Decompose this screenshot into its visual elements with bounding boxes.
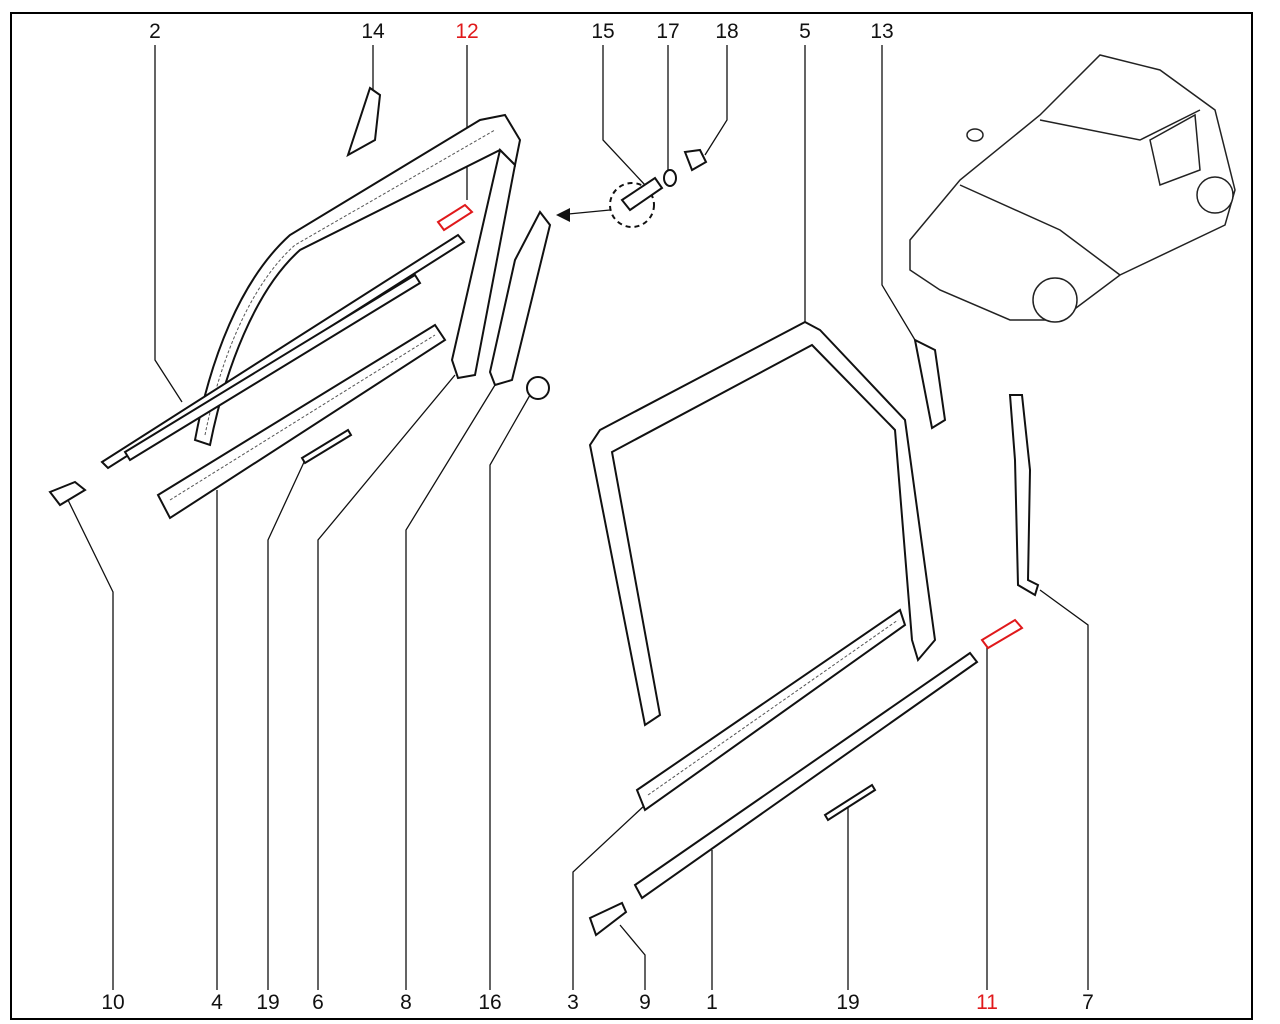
part-19-strip-right	[823, 783, 877, 822]
callout-7: 7	[1082, 991, 1094, 1014]
part-1-belt-outer	[633, 651, 979, 900]
part-7-pillar	[1008, 394, 1040, 597]
callout-16: 16	[478, 991, 502, 1014]
part-4-belt	[156, 323, 447, 520]
callout-6: 6	[312, 991, 324, 1014]
part-17-washer	[663, 169, 677, 187]
part-2-front-seal	[193, 113, 522, 447]
callout-2: 2	[149, 20, 161, 43]
callout-15: 15	[591, 20, 615, 43]
leader-lines	[67, 45, 1089, 990]
part-9-clip	[588, 901, 628, 937]
part-10-clip	[48, 480, 87, 507]
callout-17: 17	[656, 20, 680, 43]
callout-18: 18	[715, 20, 739, 43]
part-14-triangle	[346, 86, 382, 158]
callout-3: 3	[567, 991, 579, 1014]
part-15-bolt	[620, 176, 664, 212]
part-16-nut	[526, 376, 550, 400]
callout-14: 14	[361, 20, 385, 43]
callout-1: 1	[706, 991, 718, 1014]
callout-5: 5	[799, 20, 811, 43]
callout-4: 4	[211, 991, 223, 1014]
part-5-rear-seal	[588, 320, 937, 727]
part-11-screw	[980, 618, 1024, 650]
callout-10: 10	[101, 991, 125, 1014]
part-13-triangle	[913, 338, 947, 430]
callout-19-left: 19	[256, 991, 280, 1014]
callout-12: 12	[455, 20, 479, 43]
part-3-belt	[635, 608, 907, 812]
part-8-pillar-trim	[488, 210, 552, 387]
callout-8: 8	[400, 991, 412, 1014]
callout-19-right: 19	[836, 991, 860, 1014]
part-19-strip-left	[300, 428, 353, 465]
car-illustration	[909, 54, 1236, 323]
callout-11: 11	[976, 991, 998, 1014]
callout-9: 9	[639, 991, 651, 1014]
part-12-screw	[436, 203, 474, 232]
callout-13: 13	[870, 20, 894, 43]
diagram-frame	[10, 12, 1253, 1020]
part-18-clip	[683, 148, 708, 172]
part-6-pillar	[450, 148, 517, 380]
